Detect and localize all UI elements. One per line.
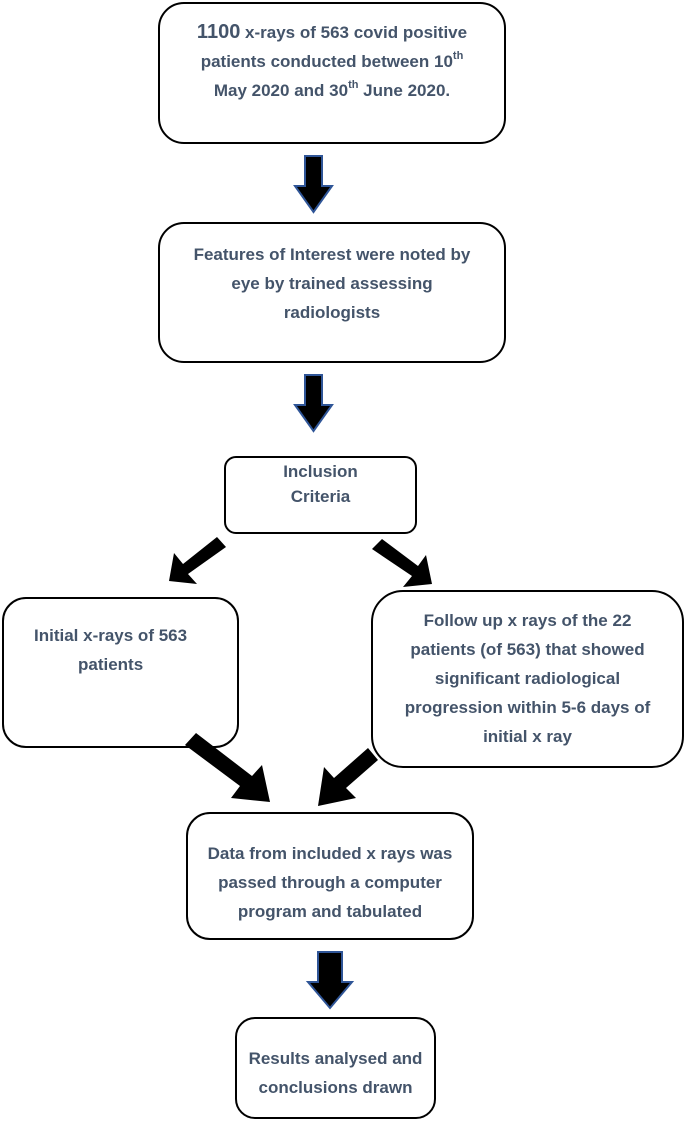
box-inclusion-criteria: Inclusion Criteria [224, 456, 417, 534]
box-xray-count-sup-1: th [452, 50, 464, 62]
followup-line-2: patients (of 563) that showed [410, 640, 645, 659]
features-line-3: radiologists [283, 303, 381, 322]
data-line-2: passed through a computer [218, 873, 442, 892]
box-data-processing: Data from included x rays was passed thr… [186, 812, 474, 940]
inclusion-line-2: Criteria [290, 487, 351, 506]
diagonal-arrow-lower-left [185, 733, 270, 802]
features-line-2: eye by trained assessing [231, 274, 433, 293]
diagonal-arrow-lower-right [318, 748, 378, 806]
down-arrow-2 [293, 374, 334, 433]
data-line-3: program and tabulated [237, 902, 423, 921]
box-results: Results analysed and conclusions drawn [235, 1017, 436, 1119]
box-xray-count-line-2: patients conducted between 10 [200, 52, 453, 71]
features-line-1: Features of Interest were noted by [193, 245, 471, 264]
followup-line-1: Follow up x rays of the 22 [423, 611, 632, 630]
followup-line-3: significant radiological [434, 669, 621, 688]
box-xray-count: 1100 x-rays of 563 covid positive patien… [158, 2, 506, 144]
xray-count: 1100 [196, 21, 241, 43]
box-initial-xrays: Initial x-rays of 563 patients [2, 597, 239, 748]
down-arrow-3 [305, 951, 355, 1010]
results-line-1: Results analysed and [248, 1049, 423, 1068]
box-follow-up-xrays: Follow up x rays of the 22 patients (of … [371, 590, 684, 768]
diagonal-arrow-left [169, 537, 226, 584]
box-xray-count-line-3-end: June 2020. [358, 81, 451, 100]
box-xray-count-sup-2: th [348, 79, 359, 91]
followup-line-4: progression within 5-6 days of [404, 698, 651, 717]
followup-line-5: initial x ray [483, 727, 572, 746]
box-features-of-interest: Features of Interest were noted by eye b… [158, 222, 506, 363]
results-line-2: conclusions drawn [258, 1078, 413, 1097]
initial-line-2: patients [78, 655, 144, 674]
box-xray-count-line-3: May 2020 and 30 [213, 81, 349, 100]
initial-line-1: Initial x-rays of 563 [34, 626, 188, 645]
box-xray-count-line-1: x-rays of 563 covid positive [240, 23, 468, 42]
inclusion-line-1: Inclusion [283, 462, 358, 481]
diagonal-arrow-right [372, 539, 432, 587]
down-arrow-1 [293, 155, 334, 214]
data-line-1: Data from included x rays was [207, 844, 453, 863]
